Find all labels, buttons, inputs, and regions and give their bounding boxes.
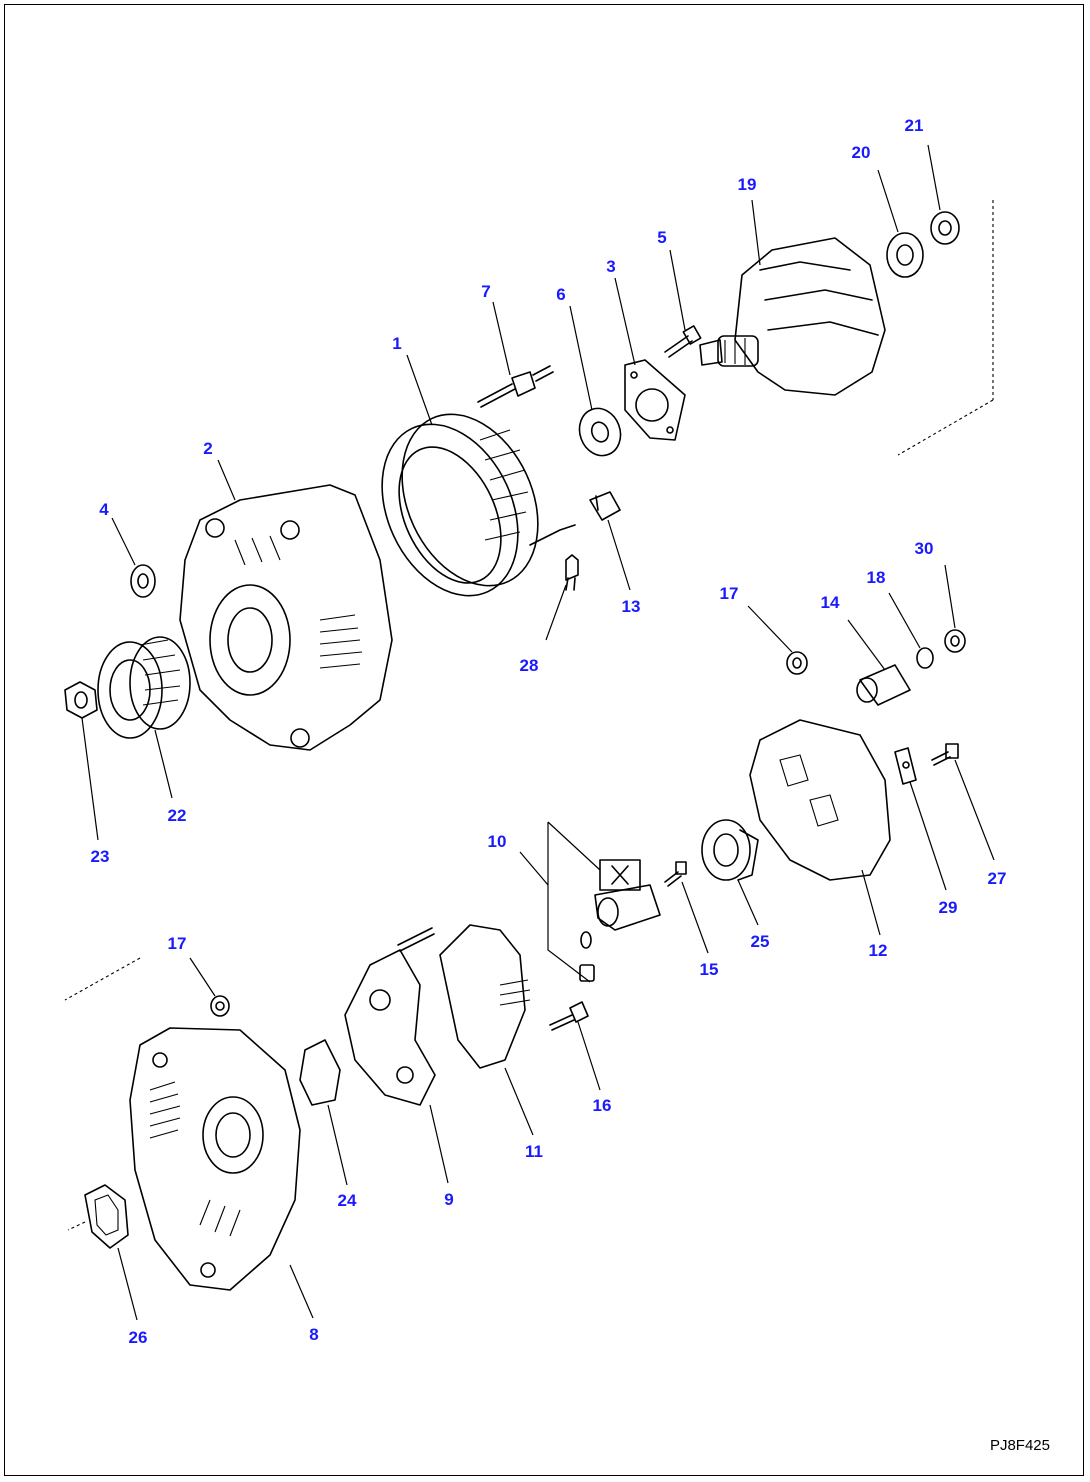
callout-7: 7 [481,282,490,301]
callout-1: 1 [392,334,401,353]
part-2-front-frame [179,484,393,751]
part-21-cover [930,211,960,245]
callout-5: 5 [657,228,666,247]
callout-25: 25 [751,932,770,951]
callout-19: 19 [738,175,757,194]
callout-14: 14 [821,593,840,612]
part-7-stud [477,365,554,408]
callout-2: 2 [203,439,212,458]
part-28-bolt [565,554,579,591]
callout-6: 6 [556,285,565,304]
callout-10: 10 [488,832,507,851]
assembly-guide-line-lower [64,957,141,1001]
part-20-bearing [886,232,924,278]
part-4-washer [130,564,156,598]
part-13-terminal [589,491,621,521]
callout-28: 28 [520,656,539,675]
callout-24: 24 [338,1191,357,1210]
part-23-nut [64,681,98,719]
callout-8: 8 [309,1325,318,1344]
part-6-bearing [578,407,622,457]
part-3-plate [624,359,686,441]
callout-16: 16 [593,1096,612,1115]
callout-22: 22 [168,806,187,825]
callout-13: 13 [622,597,641,616]
assembly-guide-line-gasket [67,1221,86,1231]
part-30-nut [944,629,966,653]
callout-12: 12 [869,941,888,960]
callout-9: 9 [444,1190,453,1209]
callout-26: 26 [129,1328,148,1347]
part-15-screw [664,861,687,887]
callout-18: 18 [867,568,886,587]
leader-lines [81,144,995,1321]
callout-29: 29 [939,898,958,917]
part-22-pulley [97,636,191,739]
callout-30: 30 [915,539,934,558]
callout-3: 3 [606,257,615,276]
part-12-rear-cover [749,719,891,881]
part-26-gasket [84,1184,129,1249]
callout-27: 27 [988,869,1007,888]
part-16-bolt [549,1001,589,1031]
part-5-screw [664,325,702,358]
part-11-brush-holder [439,924,531,1069]
part-24-gasket [299,1039,341,1106]
callout-labels: 1 2 3 4 5 6 7 8 9 10 11 12 13 14 15 16 1… [91,116,1007,1347]
drawing-code: PJ8F425 [989,1437,1050,1454]
diagram-frame [4,4,1084,1476]
part-18-washer [916,647,934,669]
part-17-nut-lower [210,995,230,1017]
part-1-stator [381,413,576,597]
part-17-nut-upper [786,651,808,675]
callout-23: 23 [91,847,110,866]
callout-15: 15 [700,960,719,979]
part-8-rear-frame [129,1027,301,1291]
assembly-guide-line-upper [897,200,994,456]
callout-4: 4 [99,500,109,519]
callout-20: 20 [852,143,871,162]
part-25-holder [701,819,759,881]
part-10-regulator [547,821,661,983]
part-14-insulator [856,664,911,706]
callout-11: 11 [525,1142,543,1161]
part-9-rectifier [344,927,436,1106]
part-27-screw [931,743,959,766]
callout-17-lower: 17 [168,934,187,953]
callout-21: 21 [905,116,924,135]
callout-17-upper: 17 [720,584,739,603]
part-29-bracket [894,747,917,785]
part-19-rotor [699,237,886,396]
